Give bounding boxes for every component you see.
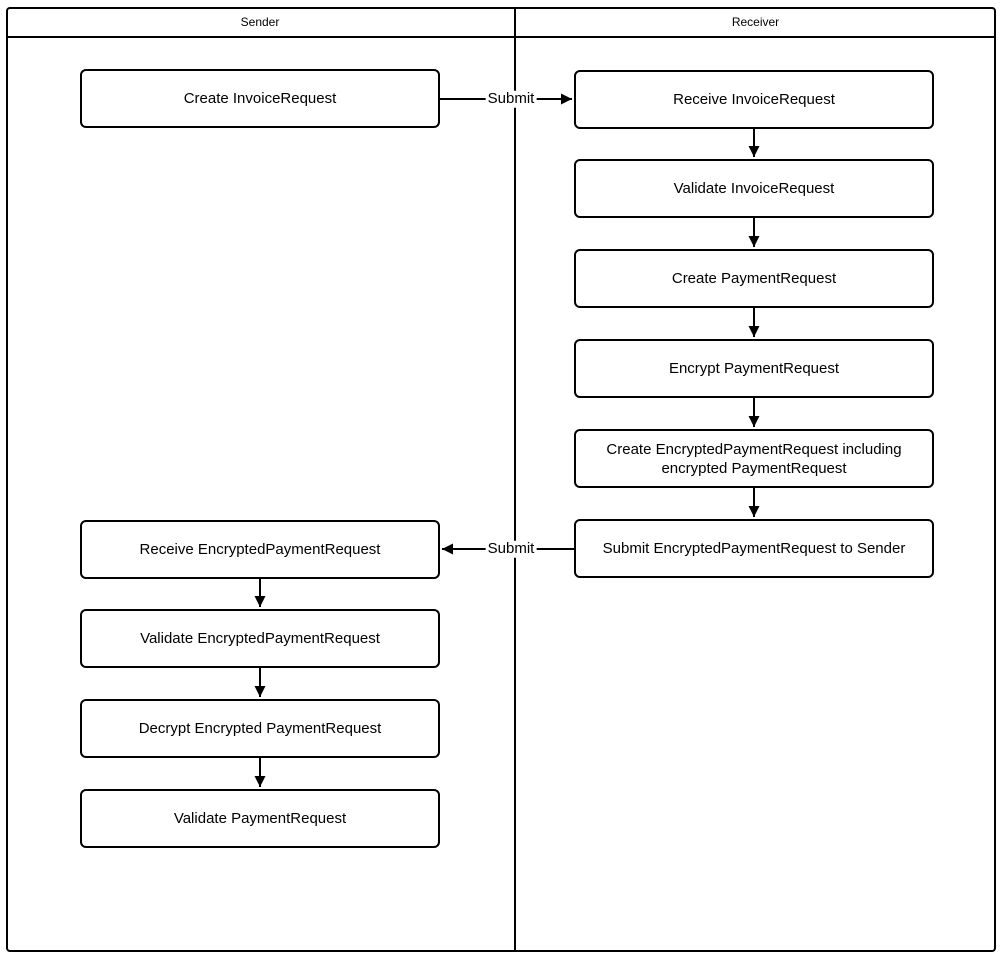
node-receive-invoicerequest: Receive InvoiceRequest [574,70,934,129]
node-receive-encryptedpaymentrequest: Receive EncryptedPaymentRequest [80,520,440,579]
lane-divider [514,7,516,952]
pool-frame [6,7,996,952]
edge-label-submit-to-sender: Submit [485,539,537,558]
node-create-invoicerequest: Create InvoiceRequest [80,69,440,128]
edge-label-submit-to-receiver: Submit [485,89,537,108]
lane-title-sender: Sender [240,14,280,29]
lane-title-receiver: Receiver [731,14,780,29]
node-decrypt-encrypted-paymentrequest: Decrypt Encrypted PaymentRequest [80,699,440,758]
node-validate-invoicerequest: Validate InvoiceRequest [574,159,934,218]
node-submit-encryptedpaymentrequest-sender: Submit EncryptedPaymentRequest to Sender [574,519,934,578]
node-encrypt-paymentrequest: Encrypt PaymentRequest [574,339,934,398]
node-create-paymentrequest: Create PaymentRequest [574,249,934,308]
node-validate-encryptedpaymentrequest: Validate EncryptedPaymentRequest [80,609,440,668]
lane-header-divider [6,36,996,38]
node-create-encryptedpaymentrequest: Create EncryptedPaymentRequest including… [574,429,934,488]
node-validate-paymentrequest: Validate PaymentRequest [80,789,440,848]
